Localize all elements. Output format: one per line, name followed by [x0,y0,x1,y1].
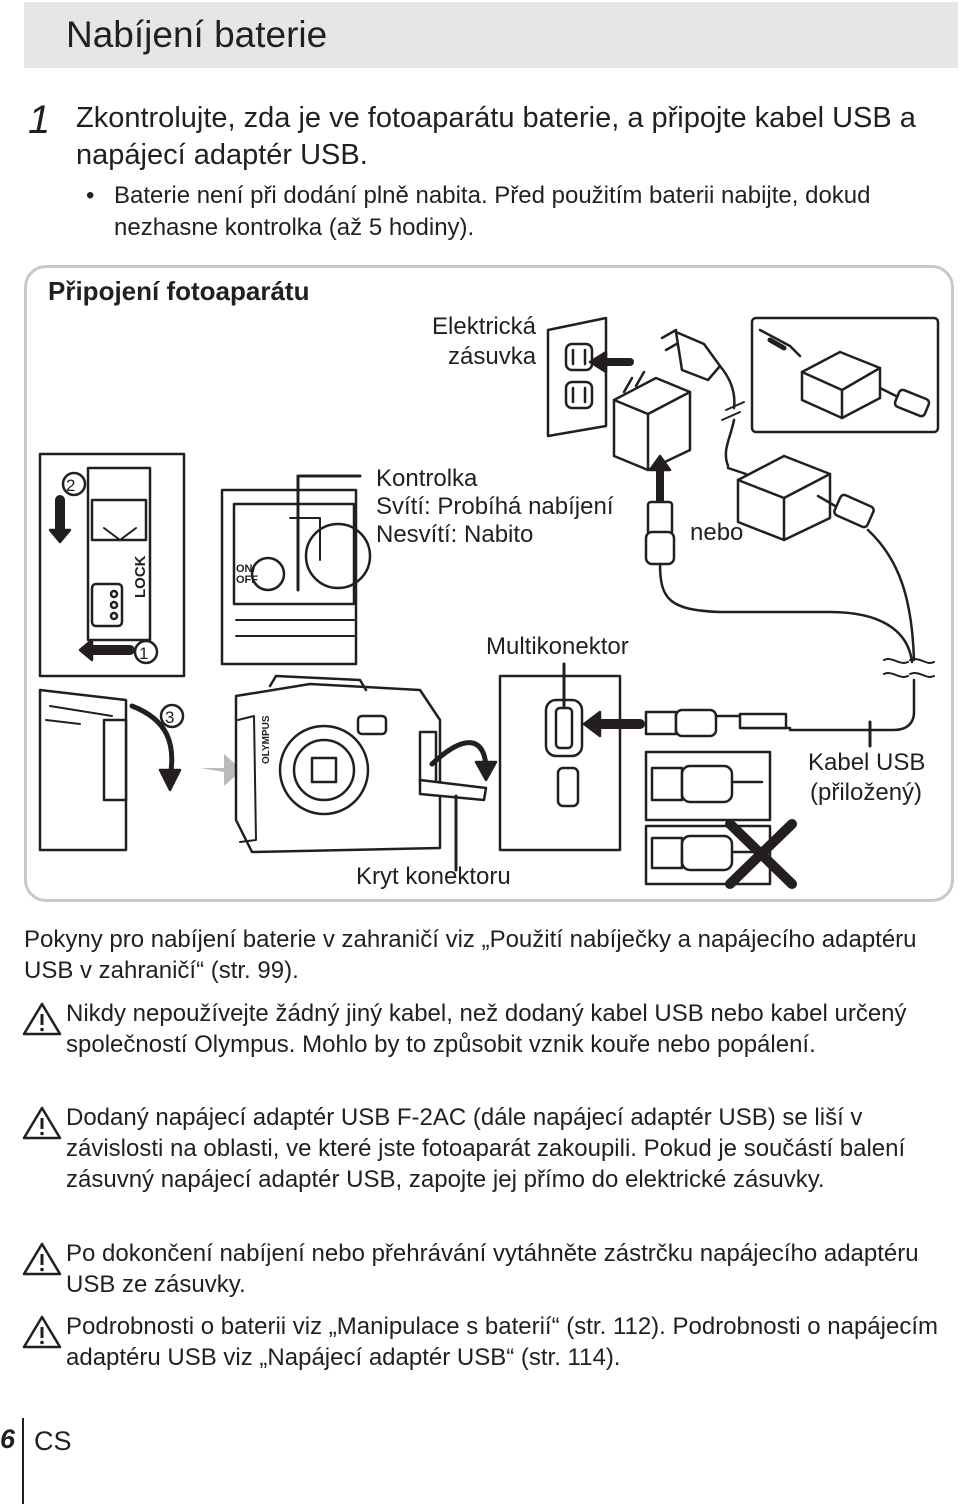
warning-text: Po dokončení nabíjení nebo přehrávání vy… [66,1240,919,1298]
warning-icon [22,1106,62,1140]
indicator-label-line2: Svítí: Probíhá nabíjení [376,493,614,520]
figure-frame [24,265,954,902]
figure-title: Připojení fotoaparátu [48,276,310,306]
warning-icon [22,1315,62,1349]
page-number: 6 [0,1424,16,1454]
camera-top-illustration [220,474,372,666]
warning-icon [22,1242,62,1276]
usb-cable-label-line1: Kabel USB [808,749,926,776]
outlet-label-line2: zásuvka [448,343,537,370]
lock-label: LOCK [132,555,149,599]
multiconnector-label: Multikonektor [486,633,629,660]
step-2-marker: 2 [66,476,76,495]
language-code: CS [34,1426,72,1456]
on-off-label-line2: OFF [236,574,258,586]
step-3-marker: 3 [165,708,175,727]
warning-icon [22,1002,62,1036]
indicator-label-line3: Nesvítí: Nabito [376,521,534,548]
page-title: Nabíjení baterie [66,14,328,55]
bullet-text: Baterie není při dodání plně nabita. Pře… [114,182,871,241]
indicator-label-line1: Kontrolka [376,465,478,492]
title-bar [24,2,958,68]
wall-outlet-illustration [546,316,634,438]
camera-closeup-illustration [38,688,242,852]
usb-cable-label-line2: (přiložený) [810,779,923,806]
warning-text: Dodaný napájecí adaptér USB F-2AC (dále … [66,1104,906,1193]
connector-cover-label: Kryt konektoru [356,863,511,890]
inset-adapter-illustration [750,316,940,434]
step-instruction: Zkontrolujte, zda je ve fotoaparátu bate… [76,102,916,171]
step-number: 1 [28,98,51,142]
outlet-label-line1: Elektrická [432,313,537,340]
camera-brand-logo: OLYMPUS [261,715,272,764]
warning-text: Nikdy nepoužívejte žádný jiný kabel, než… [66,1000,907,1058]
battery-lock-illustration [38,452,186,678]
or-label: nebo [690,519,744,546]
usb-plug-illustration [644,454,914,664]
on-off-label-line1: ON/ [236,563,256,575]
camera-body-illustration [234,674,498,872]
usb-cable-plugs-illustration [644,708,872,889]
usb-adapter-illustration [726,454,916,662]
bullet-marker: • [86,182,95,209]
warning-text: Podrobnosti o baterii viz „Manipulace s … [66,1313,938,1371]
plug-adapter-illustration [612,370,692,472]
multiconnector-illustration [498,662,645,852]
abroad-charging-note: Pokyny pro nabíjení baterie v zahraničí … [24,926,917,984]
plug-illustration [660,328,745,468]
footer-divider [22,1418,24,1504]
step-1-marker: 1 [139,644,149,663]
